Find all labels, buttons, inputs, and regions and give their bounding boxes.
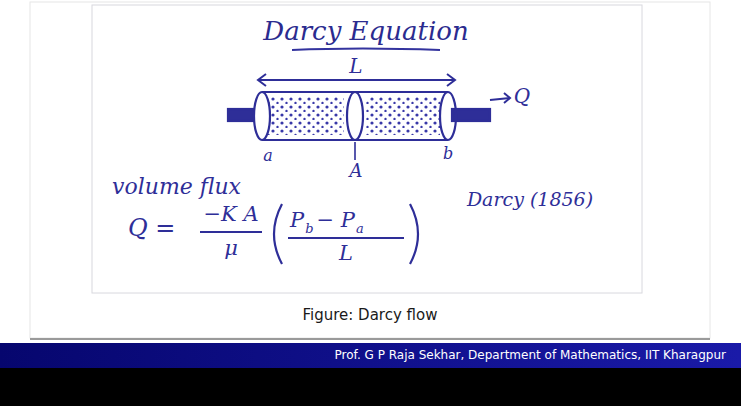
footer-bar: [0, 343, 741, 368]
equation-term: − P: [316, 210, 354, 231]
equation-term: Q =: [128, 216, 175, 240]
equation-subscript: a: [356, 222, 364, 235]
equation-term: P: [290, 210, 304, 231]
equation-strokes: [200, 204, 418, 264]
title-underline: [292, 49, 440, 51]
whiteboard: [92, 5, 642, 293]
flux-label: Q: [514, 86, 530, 106]
slide-frame: [30, 2, 710, 338]
note-label: volume flux: [112, 176, 241, 198]
leader-lines: [354, 142, 356, 160]
equation-term: L: [339, 243, 353, 264]
equation-term: −K A: [203, 204, 258, 225]
frame-shadow: [30, 338, 710, 340]
reference-label: Darcy (1856): [467, 190, 593, 209]
diagram-title: Darcy Equation: [263, 18, 468, 44]
footer-text: Prof. G P Raja Sekhar, Department of Mat…: [335, 349, 726, 361]
end-label: b: [443, 146, 453, 162]
length-label: L: [349, 56, 362, 76]
end-label: a: [263, 148, 273, 164]
equation-term: μ: [224, 238, 238, 259]
equation-subscript: b: [305, 222, 313, 235]
area-label: A: [350, 162, 363, 180]
flow-arrow: [490, 93, 510, 103]
footer-black: [0, 368, 741, 406]
porous-cylinder: [228, 92, 490, 140]
figure-caption: Figure: Darcy flow: [303, 308, 438, 323]
